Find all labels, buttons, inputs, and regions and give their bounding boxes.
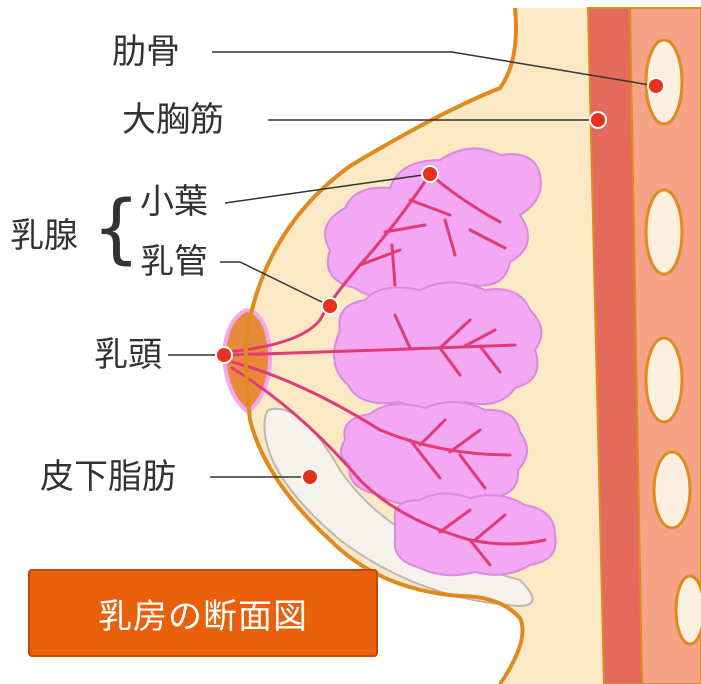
marker-duct	[322, 298, 338, 314]
label-rib: 肋骨	[112, 35, 180, 69]
label-subcutaneous-fat: 皮下脂肪	[40, 460, 176, 494]
label-mammary-gland: 乳腺	[10, 219, 78, 253]
marker-pectoralis	[590, 112, 606, 128]
label-lobule: 小葉	[140, 185, 208, 219]
title-box: 乳房の断面図	[28, 569, 378, 657]
brace-symbol: {	[92, 190, 140, 266]
marker-lobule	[422, 166, 438, 182]
marker-fat	[302, 469, 318, 485]
marker-nipple	[216, 347, 232, 363]
label-nipple: 乳頭	[94, 338, 162, 372]
label-pectoralis: 大胸筋	[122, 103, 224, 137]
marker-rib	[648, 78, 664, 94]
rib-bone	[676, 576, 701, 644]
label-duct: 乳管	[140, 245, 208, 279]
figure-title: 乳房の断面図	[98, 589, 308, 638]
rib-bone	[646, 338, 682, 422]
lobule-bottom	[395, 493, 556, 575]
rib-bone	[654, 452, 690, 528]
rib-bone	[646, 190, 682, 274]
